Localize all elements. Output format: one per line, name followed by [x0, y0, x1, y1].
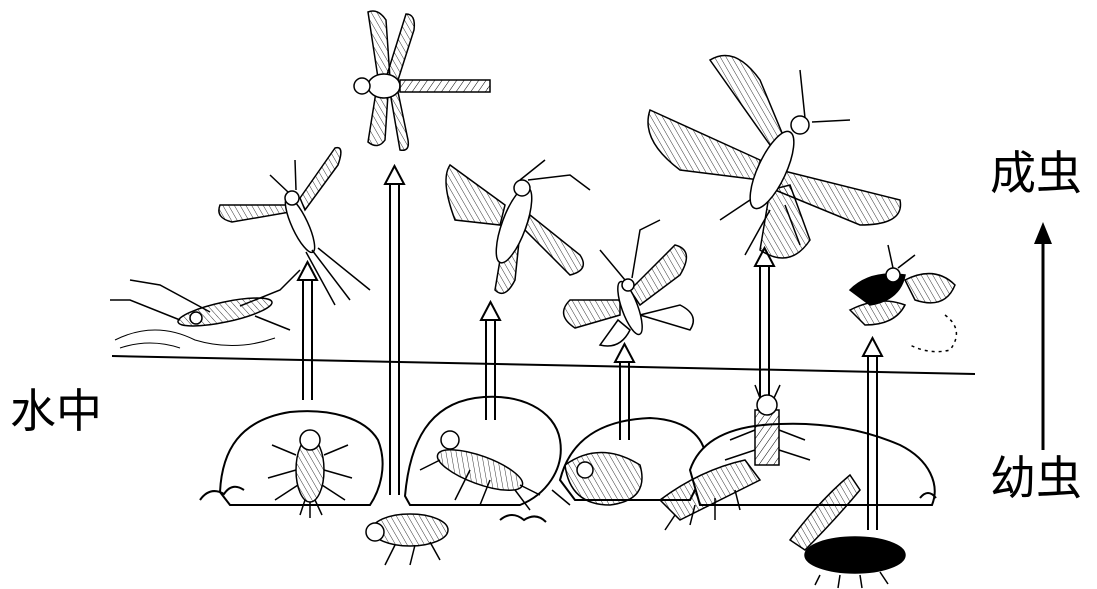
adult-water-strider: [110, 270, 300, 332]
adult-mayfly: [219, 148, 370, 305]
larva-dragonfly-nymph: [366, 514, 448, 565]
adult-dobsonfly: [648, 56, 901, 259]
arrow-dobsonfly: [755, 248, 774, 410]
adult-beetle: [850, 245, 956, 352]
arrow-mayfly: [298, 262, 317, 400]
arrow-dragonfly: [385, 166, 404, 495]
adult-dragonfly: [354, 11, 490, 150]
adult-caddisfly: [564, 220, 694, 346]
growth-arrow: [1034, 222, 1052, 450]
water-surface-line: [112, 330, 975, 374]
adult-stonefly: [446, 160, 590, 293]
